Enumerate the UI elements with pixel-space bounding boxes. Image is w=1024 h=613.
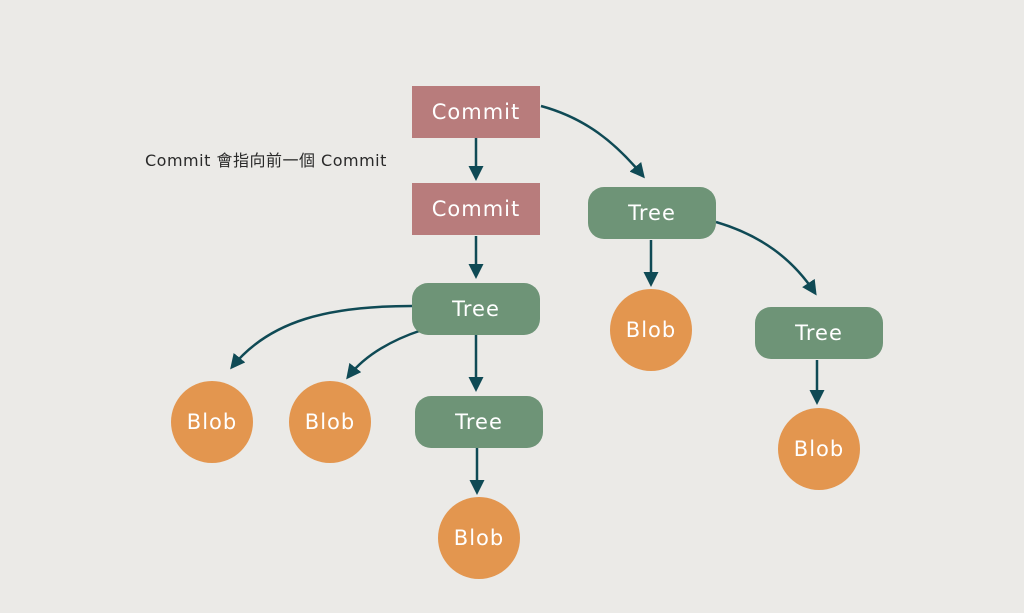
diagram-note: Commit 會指向前一個 Commit	[145, 151, 387, 170]
tree-node: Tree	[412, 283, 540, 335]
edge-tree-3-to-blob-3	[230, 304, 413, 370]
tree-node: Tree	[588, 187, 716, 239]
blob-node: Blob	[610, 289, 692, 371]
edge-tree-1-to-tree-2	[715, 220, 817, 296]
blob-node: Blob	[171, 381, 253, 463]
tree-node: Tree	[755, 307, 883, 359]
edge-commit-1-to-tree-1	[540, 104, 645, 179]
edge-tree-3-to-blob-4	[346, 328, 423, 380]
tree-node: Tree	[415, 396, 543, 448]
blob-node: Blob	[289, 381, 371, 463]
commit-node: Commit	[412, 86, 540, 138]
blob-node: Blob	[778, 408, 860, 490]
commit-node: Commit	[412, 183, 540, 235]
blob-node: Blob	[438, 497, 520, 579]
